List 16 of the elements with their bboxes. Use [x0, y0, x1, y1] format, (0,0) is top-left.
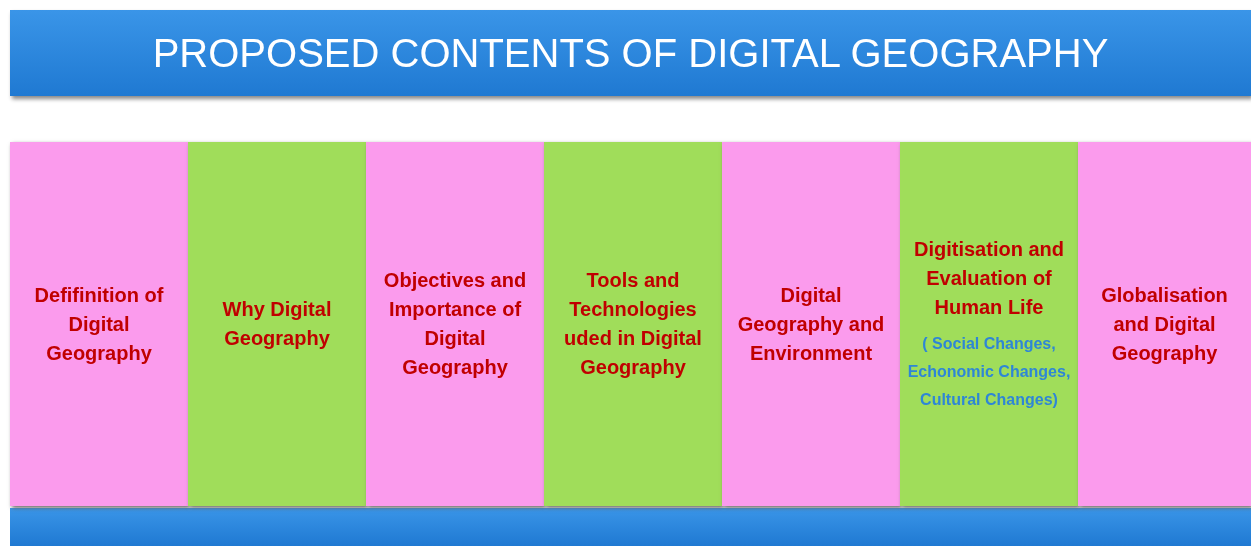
title-banner: PROPOSED CONTENTS OF DIGITAL GEOGRAPHY	[10, 10, 1251, 96]
topic-heading: Defifinition of Digital Geography	[33, 282, 165, 366]
topic-column	[10, 142, 188, 506]
topic-column	[366, 142, 544, 506]
topic-heading: Why Digital Geography	[221, 297, 333, 351]
topic-heading: Objectives and Importance of Digital Geography	[382, 268, 528, 380]
topic-column	[900, 142, 1078, 506]
topic-heading: Digital Geography and Environment	[736, 282, 886, 366]
topic-column	[544, 142, 722, 506]
topic-details: ( Social Changes, Echonomic Changes, Cultural Changes)	[906, 333, 1072, 410]
topic-column	[722, 142, 900, 506]
topic-heading: Globalisation and Digital Geography	[1100, 282, 1229, 366]
topic-column	[188, 142, 366, 506]
topic-heading: Digitisation and Evaluation of Human Life	[913, 236, 1065, 320]
topic-column	[1078, 142, 1251, 506]
topic-heading: Tools and Technologies uded in Digital Geography	[563, 268, 703, 380]
